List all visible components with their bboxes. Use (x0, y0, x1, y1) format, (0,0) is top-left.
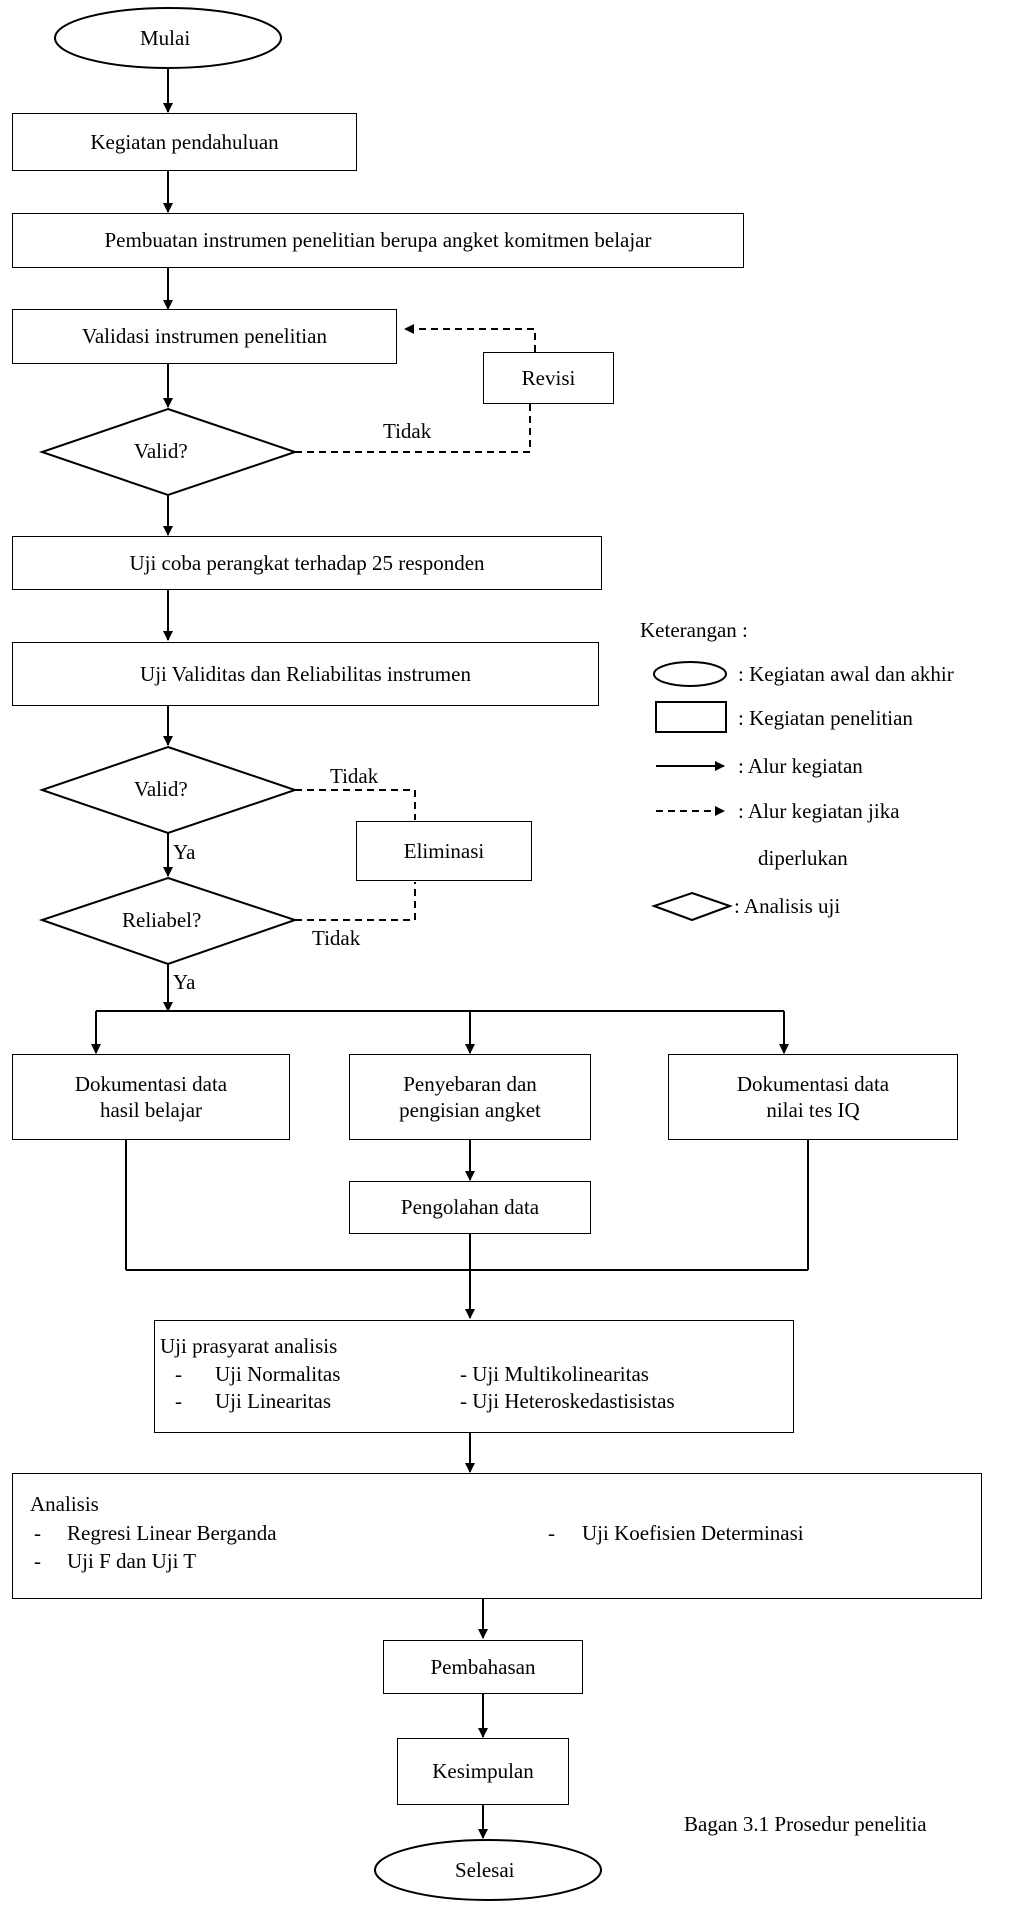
uji-linearitas: Uji Linearitas (215, 1389, 332, 1413)
legend-dashed-arrow-text-1: : Alur kegiatan jika (738, 799, 900, 823)
dokumentasi-nilai-iq-line2: nilai tes IQ (766, 1098, 860, 1122)
dokumentasi-hasil-belajar-line2: hasil belajar (99, 1098, 203, 1122)
legend-diamond-icon (651, 891, 733, 922)
analisis-box (12, 1473, 982, 1599)
legend-ellipse-text: : Kegiatan awal dan akhir (738, 662, 954, 686)
step-uji-coba: Uji coba perangkat terhadap 25 responden (12, 536, 602, 590)
decision-valid-2-label: Valid? (134, 777, 188, 801)
uji-f-dan-uji-t: Uji F dan Uji T (67, 1549, 197, 1573)
analisis-dash3: - (548, 1521, 555, 1545)
legend-diamond-text: : Analisis uji (734, 894, 841, 918)
revisi-box: Revisi (483, 352, 614, 404)
legend-ellipse-icon (653, 661, 727, 687)
penyebaran-angket-line1: Penyebaran dan (403, 1071, 537, 1096)
dashed-decision3-eliminasi (295, 882, 416, 921)
uji-heteroskedastisitas: - Uji Heteroskedastisistas (460, 1389, 675, 1413)
tidak-label-1: Tidak (383, 419, 432, 443)
eliminasi-box: Eliminasi (356, 821, 532, 881)
figure-caption: Bagan 3.1 Prosedur penelitia (684, 1812, 927, 1836)
legend-dashed-arrow-text-2: diperlukan (758, 846, 848, 870)
tidak-label-3: Tidak (312, 926, 361, 950)
uji-koefisien-determinasi: Uji Koefisien Determinasi (582, 1521, 804, 1545)
step-validasi-instrumen: Validasi instrumen penelitian (12, 309, 397, 364)
pengolahan-data-box: Pengolahan data (349, 1181, 591, 1234)
uji-multikolinearitas: - Uji Multikolinearitas (460, 1362, 649, 1386)
legend-rect-icon (655, 701, 727, 733)
legend-title: Keterangan : (640, 618, 748, 642)
uji-prasyarat-box (154, 1320, 794, 1433)
legend-rect-text: : Kegiatan penelitian (738, 706, 913, 730)
dokumentasi-hasil-belajar-box: Dokumentasi data hasil belajar (12, 1054, 290, 1140)
legend-solid-arrow-text: : Alur kegiatan (738, 754, 863, 778)
ya-label-2: Ya (173, 970, 196, 994)
dokumentasi-nilai-iq-box: Dokumentasi data nilai tes IQ (668, 1054, 958, 1140)
step-kegiatan-pendahuluan: Kegiatan pendahuluan (12, 113, 357, 171)
dokumentasi-nilai-iq-line1: Dokumentasi data (736, 1071, 890, 1096)
ya-label-1: Ya (173, 840, 196, 864)
analisis-title: Analisis (30, 1492, 99, 1516)
uji-prasyarat-title: Uji prasyarat analisis (160, 1334, 338, 1358)
penyebaran-angket-box: Penyebaran dan pengisian angket (349, 1054, 591, 1140)
end-label: Selesai (455, 1858, 515, 1882)
step-uji-validitas-reliabilitas: Uji Validitas dan Reliabilitas instrumen (12, 642, 599, 706)
uji-prasyarat-dash2: - (175, 1389, 182, 1413)
penyebaran-angket-line2: pengisian angket (399, 1098, 541, 1122)
decision-reliabel-label: Reliabel? (122, 908, 202, 932)
dashed-decision2-eliminasi (295, 789, 416, 820)
dokumentasi-hasil-belajar-line1: Dokumentasi data (74, 1071, 228, 1096)
analisis-dash2: - (34, 1549, 41, 1573)
end-terminal (374, 1839, 602, 1901)
tidak-label-2: Tidak (330, 764, 379, 788)
start-label: Mulai (140, 26, 191, 50)
analisis-dash1: - (34, 1521, 41, 1545)
decision-valid-1-label: Valid? (134, 439, 188, 463)
step-pembuatan-instrumen: Pembuatan instrumen penelitian berupa an… (12, 213, 744, 268)
pembahasan-box: Pembahasan (383, 1640, 583, 1694)
uji-prasyarat-dash1: - (175, 1362, 182, 1386)
dashed-decision1-revisi (295, 404, 531, 453)
uji-normalitas: Uji Normalitas (215, 1362, 341, 1386)
dashed-revisi-step3 (404, 324, 536, 352)
kesimpulan-box: Kesimpulan (397, 1738, 569, 1805)
regresi-linear-berganda: Regresi Linear Berganda (67, 1521, 277, 1545)
